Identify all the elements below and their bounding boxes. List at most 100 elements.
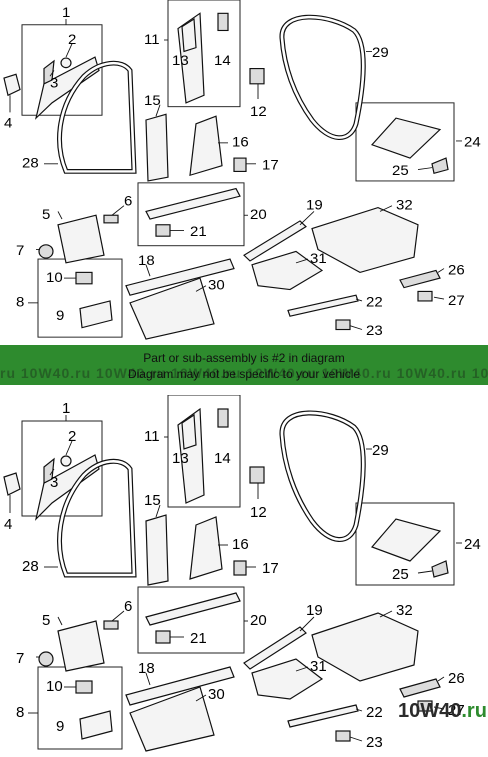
door-seal-29 (279, 410, 366, 542)
pillar-clip-14 (217, 408, 229, 428)
top-door-seal-28-inner (58, 62, 136, 173)
top-small-bracket-part (3, 73, 21, 97)
callout-29: 29 (372, 442, 389, 459)
top-callout-16: 16 (232, 135, 249, 151)
top-carpet-32 (311, 207, 419, 273)
top-clip-part-6 (103, 214, 119, 224)
carpet-32 (311, 612, 419, 682)
strip-22 (287, 704, 359, 728)
top-pillar-trim-15 (145, 113, 169, 182)
callout-10: 10 (46, 678, 63, 695)
clip-part-21 (155, 630, 171, 644)
top-lamp-part-9 (79, 300, 113, 329)
part-27 (417, 700, 433, 712)
diagram-top-svg: 1 2 3 4 5 6 7 8 9 10 11 12 13 14 15 16 1… (3, 0, 481, 340)
callout-4: 4 (4, 516, 12, 533)
site-logo: 10W40.ru (398, 700, 487, 726)
clip-17 (233, 560, 247, 576)
top-callout-10: 10 (46, 270, 63, 286)
top-callout-27: 27 (448, 293, 465, 309)
leader-lines (9, 415, 462, 742)
small-bracket-part (3, 472, 21, 496)
clip-12 (249, 466, 265, 484)
callout-11: 11 (144, 428, 160, 445)
top-callout-22: 22 (366, 295, 383, 311)
callout-6: 6 (124, 598, 132, 615)
top-sill-plate-19 (243, 220, 307, 262)
callout-1: 1 (62, 400, 70, 417)
top-leader-lines (9, 19, 462, 330)
trim-part-5 (57, 620, 105, 672)
rocker-clip-part (43, 457, 55, 484)
top-callout-2: 2 (68, 32, 76, 48)
callout-2: 2 (68, 428, 76, 445)
top-callout-31: 31 (310, 251, 327, 267)
top-callout-29: 29 (372, 45, 389, 61)
top-carpet-31 (251, 250, 324, 291)
diagram-panel-bottom: 1 2 3 4 5 6 7 8 9 10 11 12 13 14 15 16 1… (0, 394, 488, 752)
top-cap-part-7 (38, 244, 54, 259)
top-callout-9: 9 (56, 308, 64, 324)
top-trim-part-24 (370, 117, 442, 159)
top-callout-labels: 1 2 3 4 5 6 7 8 9 10 11 12 13 14 15 16 1… (4, 5, 481, 339)
parts-diagram: 1 2 3 4 5 6 7 8 9 10 11 12 13 14 15 16 1… (3, 394, 481, 752)
callout-12: 12 (250, 504, 267, 521)
top-door-seal-29-inner (280, 15, 365, 139)
top-trim-panel-30 (129, 277, 215, 340)
top-part-23 (335, 319, 351, 331)
top-frame-group-24 (355, 102, 455, 182)
door-seal-29-inner (280, 411, 365, 541)
callout-20: 20 (250, 612, 267, 629)
top-strip-22 (287, 294, 359, 317)
top-callout-17: 17 (262, 158, 279, 174)
door-seal-28-inner (58, 460, 136, 577)
top-frame-group-20 (137, 182, 245, 247)
top-pillar-clip-13 (181, 18, 197, 53)
frame-group-11 (167, 394, 241, 508)
top-part-27 (417, 290, 433, 302)
top-callout-8: 8 (16, 295, 24, 311)
part-23 (335, 730, 351, 742)
banner-message: Part or sub-assembly is #2 in diagram (143, 351, 345, 365)
top-clip-17 (233, 157, 247, 172)
callout-3: 3 (50, 474, 58, 491)
top-clip-12 (249, 68, 265, 85)
callout-28: 28 (22, 558, 39, 575)
top-callout-19: 19 (306, 198, 323, 214)
callout-23: 23 (366, 734, 383, 751)
watermark-strip: ru 10W40.ru 10W40.ru 10W40.ru 10W40.ru 1… (0, 365, 488, 381)
top-callout-30: 30 (208, 278, 225, 294)
top-rocker-trim-part (34, 56, 100, 120)
top-sill-trim-20 (145, 187, 241, 220)
top-callout-6: 6 (124, 194, 132, 210)
sill-plate-19 (243, 626, 307, 670)
callout-32: 32 (396, 602, 413, 619)
top-clip-part-21 (155, 224, 171, 237)
logo-suffix: .ru (461, 700, 487, 722)
top-trim-part-5 (57, 214, 105, 264)
top-callout-15: 15 (144, 93, 161, 109)
banner-disclaimer: Diagram may not be specific to your vehi… (127, 367, 361, 381)
trim-panel-30 (129, 686, 215, 752)
callout-27: 27 (448, 702, 465, 719)
pillar-clip-13 (181, 413, 197, 450)
clip-part-6 (103, 620, 119, 630)
callout-5: 5 (42, 612, 50, 629)
cap-part-7 (38, 651, 54, 667)
diagram-panel-top: 1 2 3 4 5 6 7 8 9 10 11 12 13 14 15 16 1… (0, 0, 488, 340)
callout-16: 16 (232, 536, 249, 553)
callout-8: 8 (16, 704, 24, 721)
top-callout-25: 25 (392, 164, 409, 180)
frame-group-20 (137, 586, 245, 654)
callout-7: 7 (16, 650, 24, 667)
callout-15: 15 (144, 492, 161, 509)
top-pillar-trim-16 (189, 115, 223, 177)
top-callout-26: 26 (448, 263, 465, 279)
sill-trim-20 (145, 592, 241, 626)
lamp-part-9 (79, 710, 113, 740)
callout-22: 22 (366, 704, 383, 721)
carpet-31 (251, 658, 324, 700)
sill-trim-18 (125, 666, 235, 706)
top-callout-18: 18 (138, 253, 155, 269)
clip-25 (431, 560, 449, 578)
